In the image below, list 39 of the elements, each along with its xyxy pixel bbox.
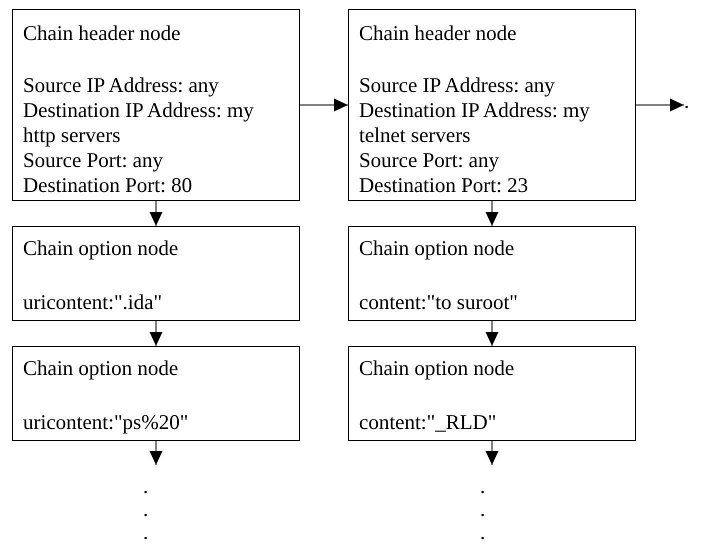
node-text: uricontent:"ps%20"	[23, 410, 188, 435]
ellipsis-dot: .	[684, 90, 690, 113]
ellipsis-dot: .	[143, 475, 148, 498]
arrow	[486, 440, 498, 466]
arrow	[486, 200, 498, 226]
node-text: content:"_RLD"	[359, 410, 496, 435]
node-text: Source Port: any	[23, 148, 163, 173]
node-text: Source IP Address: any	[23, 73, 219, 98]
node-box	[12, 9, 300, 201]
node-text: Destination IP Address: my telnet servers	[359, 98, 591, 148]
node-heading: Chain option node	[359, 356, 514, 381]
node-box	[348, 346, 636, 441]
node-text: Destination Port: 23	[359, 173, 528, 198]
node-box	[348, 226, 636, 321]
node-box	[348, 9, 636, 201]
arrow	[150, 200, 162, 226]
arrow	[300, 98, 348, 112]
arrow	[150, 320, 162, 346]
node-text: Source Port: any	[359, 148, 499, 173]
ellipsis-dot: .	[143, 498, 148, 521]
ellipsis-dot: .	[480, 498, 486, 521]
node-heading: Chain header node	[359, 21, 516, 46]
node-heading: Chain header node	[23, 21, 180, 46]
ellipsis-dot: .	[143, 521, 148, 544]
node-text: Destination IP Address: my http servers	[23, 98, 255, 148]
arrow	[150, 440, 162, 466]
arrow	[486, 320, 498, 346]
node-text: Source IP Address: any	[359, 73, 555, 98]
node-heading: Chain option node	[359, 236, 514, 261]
node-box	[12, 226, 300, 321]
node-heading: Chain option node	[23, 236, 178, 261]
node-text: Destination Port: 80	[23, 173, 192, 198]
node-heading: Chain option node	[23, 356, 178, 381]
arrow	[636, 98, 684, 112]
node-text: uricontent:".ida"	[23, 290, 162, 315]
node-box	[12, 346, 300, 441]
node-text: content:"to suroot"	[359, 290, 518, 315]
ellipsis-dot: .	[480, 521, 486, 544]
ellipsis-dot: .	[480, 475, 486, 498]
